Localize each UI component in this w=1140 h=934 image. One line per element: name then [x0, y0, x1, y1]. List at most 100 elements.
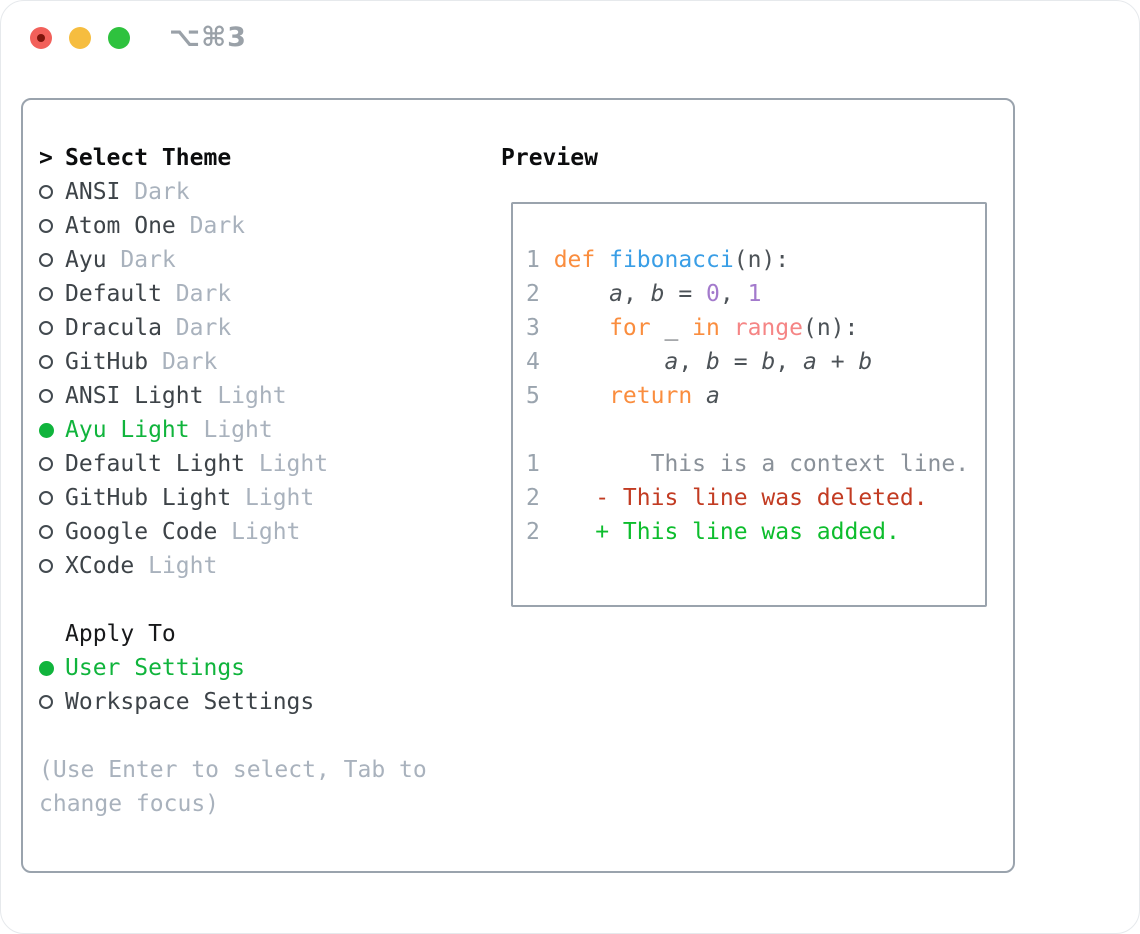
code-segment: 0	[706, 281, 720, 307]
code-segment: b	[706, 349, 720, 375]
diff-line: 2 - This line was deleted.	[526, 481, 985, 515]
code-segment: return	[609, 383, 693, 409]
theme-name: Default	[65, 281, 162, 307]
code-segment: def	[553, 247, 596, 273]
window-title: ⌥⌘3	[169, 22, 247, 53]
diff-preview: 1 This is a context line.2 - This line w…	[526, 447, 985, 549]
code-segment: ,	[775, 349, 803, 375]
code-segment: ,	[622, 281, 651, 307]
spacer	[39, 719, 451, 753]
apply-option-workspace-settings[interactable]: Workspace Settings	[39, 685, 451, 719]
minimize-button[interactable]	[69, 27, 91, 49]
code-segment: range	[733, 315, 803, 341]
theme-variant: Light	[203, 417, 273, 443]
radio-icon	[39, 457, 65, 471]
code-segment: b	[650, 281, 665, 307]
spacer	[39, 583, 451, 617]
theme-variant: Light	[148, 553, 218, 579]
radio-icon	[39, 219, 65, 233]
theme-name: Atom One	[65, 213, 176, 239]
code-segment	[595, 247, 609, 273]
code-segment: (n):	[733, 247, 790, 273]
code-segment: in	[692, 315, 720, 341]
line-number: 5	[526, 383, 540, 409]
theme-option-ansi[interactable]: ANSI Dark	[39, 175, 451, 209]
hint-text: (Use Enter to select, Tab to change focu…	[39, 757, 427, 817]
theme-name: ANSI	[65, 179, 121, 205]
apply-option-label: User Settings	[65, 655, 246, 681]
theme-option-ayu[interactable]: Ayu Dark	[39, 243, 451, 277]
code-segment: ,	[678, 349, 707, 375]
radio-icon	[39, 321, 65, 335]
code-segment	[720, 315, 734, 341]
blank-line	[526, 413, 985, 447]
radio-icon	[39, 525, 65, 539]
line-number: 2	[526, 485, 540, 511]
theme-variant: Dark	[175, 281, 232, 307]
code-segment: - This line was deleted.	[553, 485, 928, 511]
radio-icon	[39, 287, 65, 301]
code-segment: =	[664, 281, 707, 307]
theme-option-default[interactable]: Default Dark	[39, 277, 451, 311]
code-line: 2 a, b = 0, 1	[526, 277, 985, 311]
diff-line: 2 + This line was added.	[526, 515, 985, 549]
code-segment: a	[609, 281, 623, 307]
close-button[interactable]	[30, 27, 52, 49]
code-segment: b	[858, 349, 873, 375]
select-theme-title: Select Theme	[65, 145, 232, 171]
theme-variant: Dark	[189, 213, 246, 239]
code-segment: _	[650, 315, 693, 341]
code-segment: (n):	[802, 315, 859, 341]
line-number: 4	[526, 349, 540, 375]
theme-option-github[interactable]: GitHub Dark	[39, 345, 451, 379]
close-button-dot-icon	[37, 34, 45, 42]
caret-icon: >	[39, 145, 53, 171]
theme-variant: Dark	[120, 247, 176, 273]
code-line: 4 a, b = b, a + b	[526, 345, 985, 379]
theme-option-github-light[interactable]: GitHub Light Light	[39, 481, 451, 515]
radio-icon	[39, 185, 65, 199]
theme-name: ANSI Light	[65, 383, 204, 409]
theme-option-xcode[interactable]: XCode Light	[39, 549, 451, 583]
zoom-button[interactable]	[108, 27, 130, 49]
theme-variant: Dark	[134, 179, 190, 205]
titlebar: ⌥⌘3	[1, 1, 1139, 98]
preview-header: Preview	[501, 141, 598, 175]
line-number: 3	[526, 315, 540, 341]
code-segment: a	[706, 383, 720, 409]
code-segment	[554, 281, 609, 307]
radio-icon	[39, 253, 65, 267]
theme-variant: Dark	[161, 349, 218, 375]
apply-to-header: Apply To	[39, 617, 451, 651]
theme-name: GitHub Light	[65, 485, 232, 511]
radio-icon	[39, 559, 65, 573]
apply-option-user-settings[interactable]: User Settings	[39, 651, 451, 685]
code-segment: 1	[747, 281, 762, 307]
theme-name: Ayu	[65, 247, 107, 273]
code-segment: + This line was added.	[553, 519, 900, 545]
theme-name: Dracula	[65, 315, 162, 341]
code-segment	[692, 383, 706, 409]
theme-variant: Light	[245, 485, 315, 511]
theme-name: XCode	[65, 553, 135, 579]
code-line: 3 for _ in range(n):	[526, 311, 985, 345]
theme-name: GitHub	[65, 349, 149, 375]
theme-option-atom-one[interactable]: Atom One Dark	[39, 209, 451, 243]
radio-icon	[39, 389, 65, 403]
radio-icon	[39, 355, 65, 369]
code-segment	[554, 383, 609, 409]
radio-icon	[39, 491, 65, 505]
code-segment: This is a context line.	[553, 451, 970, 477]
code-segment: +	[816, 349, 859, 375]
